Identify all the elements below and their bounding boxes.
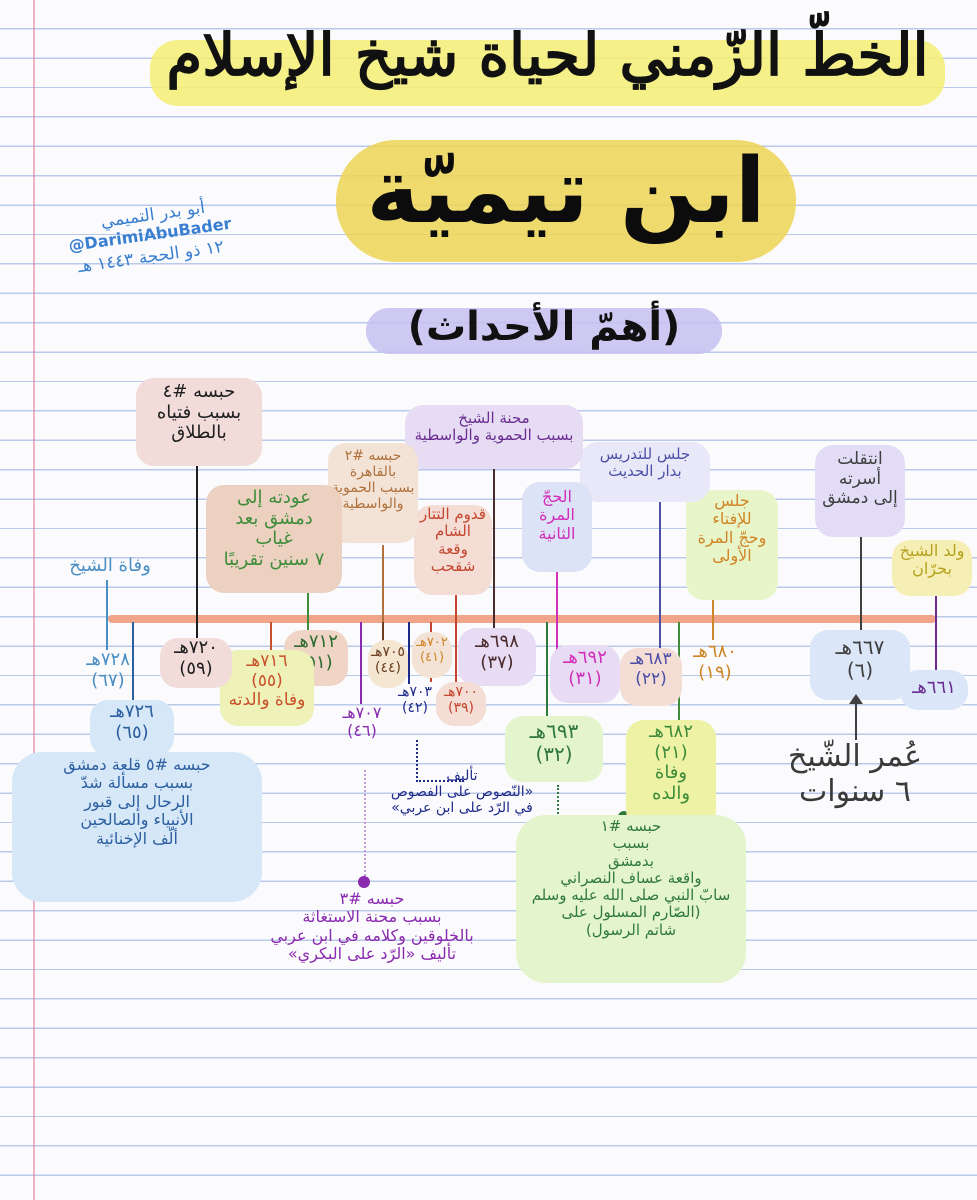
- connector-birth: [935, 590, 937, 675]
- connector-d693: [546, 622, 548, 720]
- event-birth-bg: [892, 540, 972, 596]
- dotted-connector-prison1: [557, 785, 559, 817]
- date-682: ٦٨٢هـ (٢١) وفاة والده: [649, 721, 693, 805]
- event-mihna-bg: [405, 405, 583, 469]
- date-680: ٦٨٠هـ (١٩): [693, 641, 737, 683]
- date-705: ٧٠٥هـ (٤٤): [370, 644, 406, 677]
- date-716: ٧١٦هـ (٥٥) وفاة والدته: [228, 651, 306, 711]
- date-661-bg: [900, 670, 968, 710]
- date-726-bg: [90, 700, 174, 756]
- date-720: ٧٢٠هـ (٥٩): [174, 637, 218, 679]
- date-661: ٦٦١هـ: [912, 677, 956, 698]
- subtitle-highlight: [366, 308, 722, 354]
- event-mihna: محنة الشيخ بسبب الحموية والواسطية: [414, 409, 574, 445]
- event-hajj2-bg: [522, 482, 592, 572]
- event-fatwa: جلس للإفتاء وحجّ المرة الأولى: [697, 491, 767, 566]
- event-fatwa-bg: [686, 490, 778, 600]
- date-702-bg: [412, 632, 452, 678]
- date-700-bg: [436, 682, 486, 726]
- note-prison3: حبسه #٣ بسبب محنة الاستغاثة بالخلوقين وك…: [270, 889, 474, 964]
- title-highlight: [150, 40, 945, 106]
- connector-sham: [455, 560, 457, 700]
- dot-prison3: [358, 876, 370, 888]
- dotted-connector-book-h: [416, 780, 464, 782]
- date-716-bg: [220, 650, 314, 726]
- date-728: ٧٢٨هـ (٦٧): [86, 649, 130, 691]
- date-683: ٦٨٣هـ (٢٢): [630, 649, 672, 689]
- date-667-bg: [810, 630, 910, 700]
- dotted-connector-book: [416, 740, 418, 782]
- date-698-bg: [458, 628, 536, 686]
- event-return-bg: [206, 485, 342, 593]
- event-teach-bg: [580, 442, 710, 502]
- date-726: ٧٢٦هـ (٦٥): [110, 701, 154, 743]
- event-prison2: حبسه #٢ بالقاهرة بسبب الحموية والواسطية: [331, 448, 415, 513]
- date-692: ٦٩٢هـ (٣١): [563, 647, 607, 689]
- connector-death: [106, 580, 108, 650]
- date-707: ٧٠٧هـ (٤٦): [342, 703, 382, 741]
- event-prison4: حبسه #٤ بسبب فتياه بالطلاق: [156, 381, 242, 444]
- arrow-up-icon: [855, 700, 857, 740]
- connector-hajj2: [556, 568, 558, 653]
- connector-d707: [360, 622, 362, 704]
- date-693: ٦٩٣هـ (٣٢): [529, 719, 579, 766]
- event-death: وفاة الشيخ: [69, 555, 151, 576]
- arrow-head-icon: [849, 694, 863, 704]
- event-prison2-bg: [328, 443, 418, 543]
- date-693-bg: [505, 716, 603, 782]
- dotted-connector-prison3: [364, 770, 366, 880]
- connector-d703: [408, 622, 410, 684]
- note-prison5-bg: [12, 752, 262, 902]
- connector-fatwa: [712, 592, 714, 640]
- connector-return: [307, 590, 309, 640]
- event-hajj2: الحجّ المرة الثانية: [538, 487, 576, 543]
- scholar-name: ابن تيميّة: [366, 139, 766, 244]
- date-692-bg: [550, 645, 620, 703]
- date-667: ٦٦٧هـ (٦): [835, 635, 885, 682]
- connector-move: [860, 535, 862, 645]
- date-682-bg: [626, 720, 716, 828]
- timeline-axis: [108, 615, 936, 623]
- date-683-bg: [620, 648, 682, 706]
- note-book: تأليف «النّصوص على الفصوص في الرّد على ا…: [390, 768, 534, 817]
- connector-mihna: [493, 468, 495, 643]
- date-705-bg: [368, 640, 408, 688]
- connector-prison2: [382, 545, 384, 645]
- event-move: انتقلت أسرته إلى دمشق: [822, 449, 898, 509]
- connector-d726: [132, 622, 134, 702]
- date-698: ٦٩٨هـ (٣٧): [475, 631, 519, 673]
- connector-teach: [659, 500, 661, 650]
- date-720-bg: [160, 638, 232, 688]
- event-teach: جلس للتدريس بدار الحديث: [599, 445, 691, 481]
- note-prison1: حبسه #١ بسبب بدمشق واقعة عساف النصراني س…: [531, 817, 731, 939]
- event-return: عودته إلى دمشق بعد غياب ٧ سنين تقريبًا: [223, 487, 325, 571]
- event-prison4-bg: [136, 378, 262, 466]
- event-move-bg: [815, 445, 905, 537]
- page-title: الخطّ الزّمني لحياة شيخ الإسلام: [166, 21, 929, 89]
- event-sham: قدوم التتار الشام وقعة شقحب: [420, 505, 486, 575]
- event-sham-bg: [414, 505, 492, 595]
- subtitle: (أهمّ الأحداث): [407, 304, 681, 350]
- connector-prison4: [196, 462, 198, 642]
- event-birth: ولد الشيخ بحرّان: [899, 541, 965, 579]
- note-prison5: حبسه #٥ قلعة دمشق بسبب مسألة شدّ الرحال …: [63, 755, 211, 848]
- date-703: ٧٠٣هـ (٤٢): [397, 684, 433, 717]
- date-700: ٧٠٠هـ (٣٩): [443, 684, 479, 717]
- name-highlight: [336, 140, 796, 262]
- connector-d716: [270, 622, 272, 662]
- connector-d705: [382, 622, 384, 642]
- note-prison1-bg: [516, 815, 746, 983]
- note-age: عُمر الشّيخ ٦ سنوات: [788, 739, 922, 809]
- date-702: ٧٠٢هـ (٤١): [416, 635, 448, 665]
